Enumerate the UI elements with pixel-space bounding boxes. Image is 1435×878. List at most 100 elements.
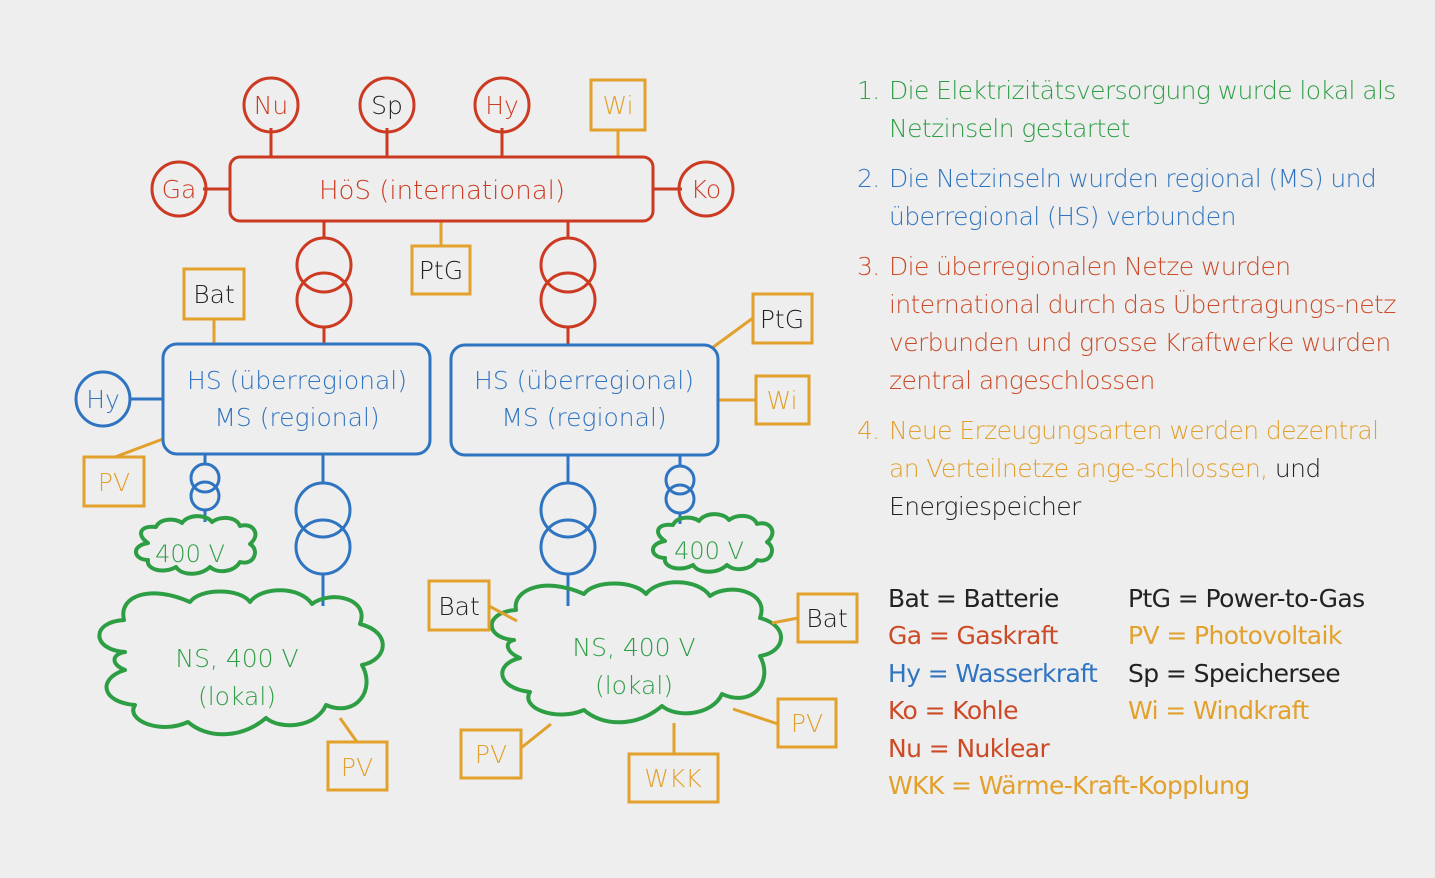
history-steps: 1. Die Elektrizitätsversorgung wurde lok… — [857, 72, 1397, 538]
transformer-icon — [189, 480, 221, 512]
wind-node — [589, 78, 647, 132]
hs-right-label-1: HS (überregional) — [474, 366, 694, 395]
transformer-icon — [295, 236, 353, 294]
hydro-node — [74, 370, 132, 428]
ns-left-label-1: NS, 400 V — [175, 644, 298, 673]
hs-right-label-2: MS (regional) — [501, 403, 666, 432]
step-number: 4. — [857, 416, 880, 445]
wkk-label: WKK — [644, 764, 702, 793]
hs-left-label-1: HS (überregional) — [187, 366, 407, 395]
legend-entry: WKK = Wärme-Kraft-Kopplung — [888, 771, 1250, 800]
step-1: 1. Die Elektrizitätsversorgung wurde lok… — [857, 72, 1397, 148]
hs-right-level: HS (überregional) MS (regional) PtG Wi — [449, 292, 814, 606]
wind-label: Wi — [766, 386, 797, 415]
small-cloud-left-label: 400 V — [155, 540, 225, 568]
ptg-label: PtG — [419, 256, 463, 285]
speichersee-node — [358, 76, 416, 134]
small-cloud-right — [651, 512, 775, 574]
connector — [711, 316, 754, 350]
connector — [732, 707, 779, 726]
transformer-icon — [539, 481, 597, 539]
battery-label: Bat — [806, 604, 848, 633]
connector — [488, 604, 518, 623]
legend-entry: Sp = Speichersee — [1128, 659, 1341, 688]
step-text: Die Elektrizitätsversorgung wurde lokal … — [889, 76, 1396, 143]
transformer-icon — [539, 271, 597, 329]
ns-left-label-2: (lokal) — [198, 682, 276, 711]
transformer-icon — [189, 462, 221, 494]
transformer-icon — [294, 481, 352, 539]
battery-label: Bat — [438, 592, 480, 621]
speichersee-label: Sp — [371, 91, 403, 120]
hs-left-label-2: MS (regional) — [214, 403, 379, 432]
ns-right-label-1: NS, 400 V — [572, 633, 695, 662]
wind-node — [754, 374, 811, 426]
gas-node — [150, 160, 208, 218]
hs-right-box — [449, 343, 720, 457]
step-text-suffix: und Energiespeicher — [889, 454, 1321, 521]
hos-box — [228, 155, 655, 223]
ptg-node — [410, 244, 472, 296]
pv-label: PV — [98, 468, 130, 497]
legend-entry: Ga = Gaskraft — [888, 621, 1058, 650]
transformer-icon — [295, 271, 353, 329]
step-text: Die überregionalen Netze wurden internat… — [889, 252, 1396, 395]
connector — [771, 616, 799, 625]
connector — [520, 722, 552, 750]
hydro-node — [473, 76, 531, 134]
transformer-icon — [664, 464, 696, 496]
transformer-icon — [539, 236, 597, 294]
step-text: Neue Erzeugungsarten werden dezentral an… — [889, 412, 1397, 526]
hs-left-box — [161, 342, 432, 456]
transformer-icon — [294, 518, 352, 576]
transformer-icon — [664, 483, 696, 515]
battery-node — [796, 592, 859, 644]
legend-entry: PV = Photovoltaik — [1128, 621, 1342, 650]
hydro-label: Hy — [485, 91, 519, 120]
step-text: Die Netzinseln wurden regional (MS) und … — [889, 164, 1377, 231]
pv-node — [776, 697, 838, 749]
step-number: 2. — [857, 164, 880, 193]
coal-label: Ko — [691, 175, 721, 204]
pv-node — [459, 728, 523, 780]
hydro-label: Hy — [86, 385, 120, 414]
step-number: 3. — [857, 252, 880, 281]
battery-node — [427, 579, 491, 632]
ptg-label: PtG — [760, 305, 804, 334]
pv-label: PV — [791, 709, 823, 738]
small-cloud-left — [134, 514, 258, 576]
legend-entry: Nu = Nuklear — [888, 734, 1050, 763]
decentral-level: PV Bat Bat PV PV WKK — [326, 579, 859, 804]
step-number: 1. — [857, 76, 880, 105]
connector — [114, 437, 164, 459]
nuclear-label: Nu — [254, 91, 289, 120]
ptg-node — [751, 292, 814, 345]
step-text-main: Neue Erzeugungsarten werden dezentral an… — [889, 416, 1379, 483]
wind-label: Wi — [602, 91, 633, 120]
connector — [338, 717, 359, 743]
legend-entry: PtG = Power-to-Gas — [1128, 584, 1365, 613]
pv-label: PV — [341, 753, 373, 782]
ns-left-cloud — [97, 588, 385, 737]
pv-node — [326, 740, 389, 792]
hos-label: HöS (international) — [319, 176, 565, 206]
transformer-icon — [539, 518, 597, 576]
hos-level: HöS (international) Nu Sp Hy Wi Ga Ko Pt… — [150, 76, 735, 344]
step-4: 4. Neue Erzeugungsarten werden dezentral… — [857, 412, 1397, 526]
ns-right-label-2: (lokal) — [595, 671, 673, 700]
legend-entry: Wi = Windkraft — [1128, 696, 1309, 725]
wkk-node — [627, 752, 720, 804]
step-3: 3. Die überregionalen Netze wurden inter… — [857, 248, 1397, 400]
pv-label: PV — [475, 740, 507, 769]
legend-entry: Hy = Wasserkraft — [888, 659, 1098, 688]
legend-entry: Ko = Kohle — [888, 696, 1019, 725]
step-2: 2. Die Netzinseln wurden regional (MS) u… — [857, 160, 1397, 236]
legend-entry: Bat = Batterie — [888, 584, 1059, 613]
ns-right-cloud — [489, 580, 783, 725]
nuclear-node — [242, 76, 300, 134]
coal-node — [677, 160, 735, 218]
gas-label: Ga — [162, 175, 197, 204]
battery-node — [182, 267, 246, 321]
local-level: 400 V 400 V NS, 400 V (lokal) NS, 400 V … — [97, 512, 783, 737]
